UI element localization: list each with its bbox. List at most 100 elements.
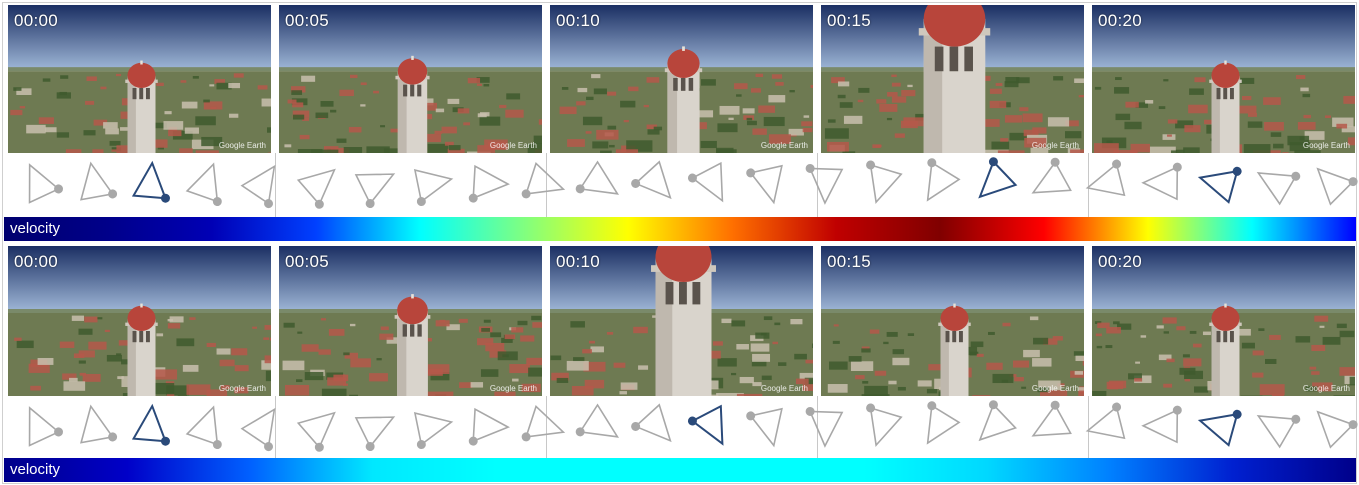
watermark: Google Earth xyxy=(1302,141,1350,150)
camera-glyph xyxy=(1031,400,1072,437)
video-frame: 00:15 Google Earth xyxy=(821,5,1084,153)
camera-glyph xyxy=(413,169,454,206)
watermark: Google Earth xyxy=(1031,384,1079,393)
video-frame: 00:00 Google Earth xyxy=(8,246,271,396)
velocity-label: velocity xyxy=(10,220,61,237)
video-frame: 00:10 Google Earth xyxy=(550,5,813,153)
divider xyxy=(275,153,276,217)
camera-glyph xyxy=(746,407,783,448)
camera-glyph-highlighted xyxy=(978,157,1018,199)
frame-timestamp: 00:15 xyxy=(827,11,872,30)
aerial-view-image xyxy=(8,5,271,153)
camera-glyph xyxy=(687,161,724,203)
camera-glyph xyxy=(1031,157,1072,194)
camera-glyph xyxy=(1085,402,1126,440)
camera-glyph xyxy=(866,160,903,204)
camera-glyph xyxy=(575,160,620,195)
frame-timestamp: 00:20 xyxy=(1098,252,1143,271)
camera-glyph xyxy=(866,403,903,447)
camera-glyph xyxy=(1316,410,1358,449)
camera-glyph-highlighted xyxy=(687,404,724,446)
watermark: Google Earth xyxy=(760,141,808,150)
camera-glyph xyxy=(80,404,118,444)
camera-glyph xyxy=(468,407,510,446)
divider xyxy=(275,396,276,459)
velocity-label: velocity xyxy=(10,461,61,478)
frame-timestamp: 00:05 xyxy=(285,252,330,271)
frame-timestamp: 00:00 xyxy=(14,11,59,30)
aerial-view-image xyxy=(821,5,1084,153)
camera-glyph-highlighted xyxy=(131,160,170,203)
camera-glyph xyxy=(185,162,222,207)
aerial-view-image xyxy=(1092,246,1355,396)
camera-glyph xyxy=(1256,171,1301,206)
camera-glyph xyxy=(1316,167,1358,206)
camera-orientation-glyphs xyxy=(28,157,1358,209)
divider xyxy=(546,396,547,459)
watermark: Google Earth xyxy=(760,384,808,393)
watermark: Google Earth xyxy=(489,384,537,393)
camera-glyph-highlighted xyxy=(131,403,170,446)
camera-glyph xyxy=(413,412,454,449)
camera-glyph xyxy=(468,164,510,203)
camera-glyph xyxy=(28,163,64,204)
watermark: Google Earth xyxy=(1302,384,1350,393)
frame-timestamp: 00:20 xyxy=(1098,11,1143,30)
watermark: Google Earth xyxy=(489,141,537,150)
camera-glyph xyxy=(1141,162,1182,201)
camera-glyph xyxy=(296,411,336,452)
camera-glyph-highlighted xyxy=(1197,409,1242,447)
video-frame: 00:00 Google Earth xyxy=(8,5,271,153)
camera-glyph xyxy=(1085,159,1126,197)
aerial-view-image xyxy=(1092,5,1355,153)
camera-glyph xyxy=(1141,405,1182,444)
camera-glyph xyxy=(978,400,1017,442)
video-frame: 00:20 Google Earth xyxy=(1092,246,1355,396)
video-frame: 00:10 Google Earth xyxy=(550,246,813,396)
camera-glyph xyxy=(521,162,566,199)
watermark: Google Earth xyxy=(218,141,266,150)
camera-glyph xyxy=(240,164,276,209)
camera-glyph xyxy=(805,406,844,448)
watermark: Google Earth xyxy=(218,384,266,393)
velocity-colorbar: velocity xyxy=(4,458,1356,482)
aerial-view-image xyxy=(550,5,813,153)
watermark: Google Earth xyxy=(1031,141,1079,150)
frame-timestamp: 00:15 xyxy=(827,252,872,271)
frame-timestamp: 00:00 xyxy=(14,252,59,271)
camera-glyph xyxy=(746,164,783,205)
frame-timestamp: 00:05 xyxy=(285,11,330,30)
divider xyxy=(546,153,547,217)
aerial-view-image xyxy=(279,5,542,153)
aerial-view-image xyxy=(821,246,1084,396)
video-frame: 00:05 Google Earth xyxy=(279,246,542,396)
camera-glyph xyxy=(805,163,844,205)
video-frame: 00:05 Google Earth xyxy=(279,5,542,153)
video-frame: 00:20 Google Earth xyxy=(1092,5,1355,153)
camera-glyph xyxy=(354,173,396,209)
camera-glyph xyxy=(296,168,336,209)
camera-glyph xyxy=(631,160,672,200)
camera-path-row-1: 00:00 Google Earth 00:05 Google Earth 00… xyxy=(4,5,1358,241)
video-frame: 00:15 Google Earth xyxy=(821,246,1084,396)
aerial-view-image xyxy=(550,246,813,396)
camera-orientation-glyphs xyxy=(28,400,1358,452)
camera-path-row-2: 00:00 Google Earth 00:05 Google Earth 00… xyxy=(0,243,1359,485)
camera-glyph xyxy=(575,403,620,438)
camera-glyph xyxy=(926,158,961,202)
camera-glyph xyxy=(354,416,396,452)
divider xyxy=(1088,396,1089,459)
camera-glyph xyxy=(521,405,566,442)
divider xyxy=(1088,153,1089,217)
camera-glyph xyxy=(28,406,64,447)
frame-timestamp: 00:10 xyxy=(556,252,601,271)
camera-glyph xyxy=(926,401,961,445)
velocity-colorbar: velocity xyxy=(4,217,1356,241)
camera-glyph xyxy=(1256,414,1301,449)
frame-timestamp: 00:10 xyxy=(556,11,601,30)
aerial-view-image xyxy=(8,246,271,396)
camera-glyph xyxy=(631,403,672,443)
aerial-view-image xyxy=(279,246,542,396)
camera-glyph xyxy=(185,405,222,450)
